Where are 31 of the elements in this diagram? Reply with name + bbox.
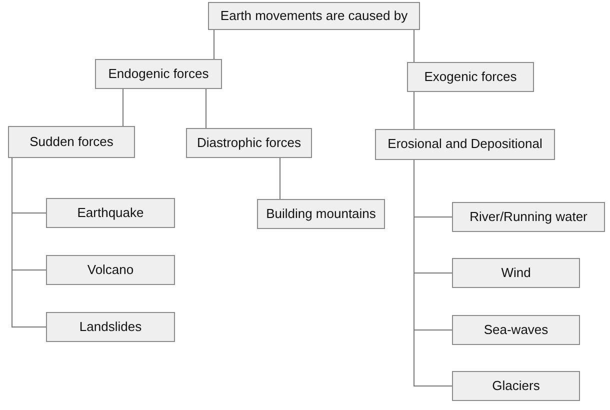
connector-line [12, 158, 46, 328]
category-label: Earth movements are caused by [220, 8, 408, 24]
category-box [46, 255, 175, 285]
category-box [186, 128, 312, 158]
category-label: Volcano [87, 262, 134, 278]
category-box [375, 129, 555, 160]
category-label: Glaciers [492, 378, 540, 394]
category-label: Sea-waves [484, 322, 548, 338]
category-box [95, 59, 222, 89]
category-box [208, 2, 420, 30]
category-label: Exogenic forces [424, 70, 517, 84]
category-box [452, 258, 580, 288]
category-label: Endogenic forces [108, 66, 209, 82]
category-box [452, 315, 580, 345]
category-label: Building mountains [266, 206, 376, 222]
category-box [8, 126, 135, 158]
category-label: Landslides [79, 320, 142, 334]
category-box [452, 202, 605, 232]
category-box [257, 199, 385, 229]
category-box [452, 371, 580, 401]
connector-line [414, 160, 452, 386]
category-label: Sudden forces [30, 134, 114, 150]
category-label: Erosional and Depositional [388, 137, 542, 152]
category-box [407, 62, 534, 92]
category-box [46, 312, 175, 342]
category-box [46, 198, 175, 228]
connector-line [122, 88, 124, 126]
category-label: Earthquake [77, 206, 144, 220]
category-label: River/Running water [470, 210, 588, 224]
category-label: Diastrophic forces [196, 136, 302, 150]
category-label: Wind [501, 266, 531, 280]
